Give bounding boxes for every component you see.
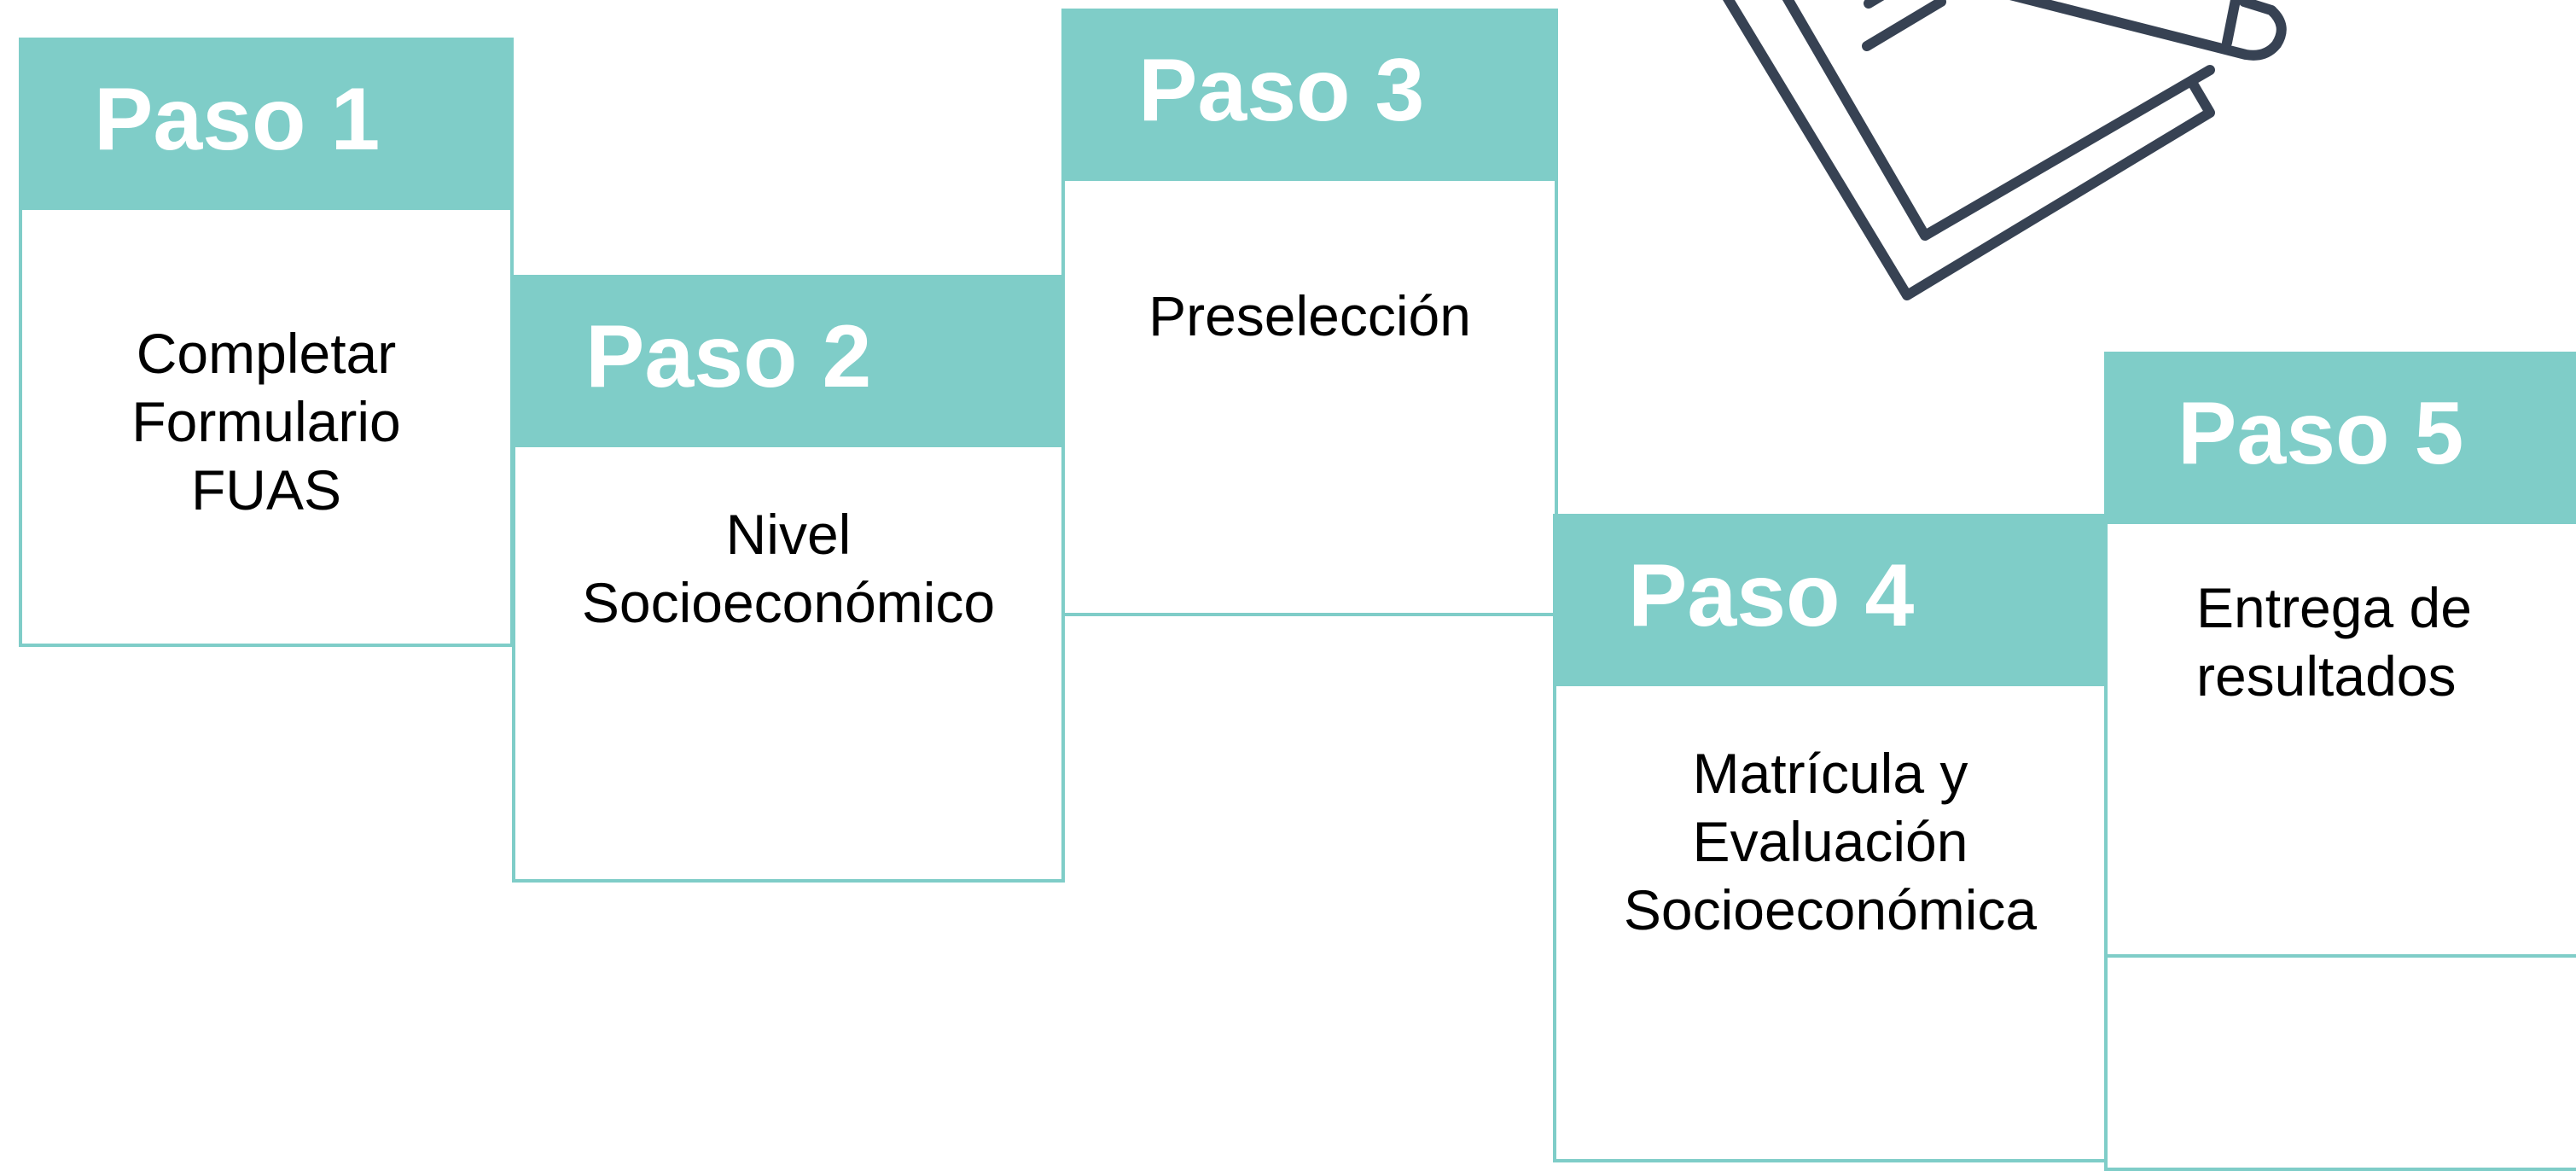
step-title-2: Paso 2 [585, 307, 872, 406]
step-description-line: FUAS [190, 458, 342, 521]
step-description-line: Matrícula y [1692, 742, 1968, 805]
step-card-5: Paso 5 Entrega de resultados [2104, 352, 2576, 1171]
step-description-line: Completar [136, 322, 397, 385]
step-title-5: Paso 5 [2178, 384, 2464, 483]
step-card-1: Paso 1 Completar Formulario FUAS [19, 38, 514, 647]
step-description-line: Socioeconómica [1623, 878, 2038, 941]
step-description-2: Nivel Socioeconómico [515, 447, 1061, 879]
step-description-1: Completar Formulario FUAS [22, 210, 510, 644]
step-title-1: Paso 1 [94, 70, 381, 169]
step-header-5: Paso 5 [2108, 355, 2576, 524]
step-description-line: Entrega de [2196, 576, 2472, 639]
document-pen-icon [1723, 0, 2287, 300]
step-description-line: Preselección [1148, 284, 1471, 347]
step-card-2: Paso 2 Nivel Socioeconómico [512, 275, 1065, 883]
step-description-line: Socioeconómico [581, 571, 996, 634]
step-description-4: Matrícula y Evaluación Socioeconómica [1556, 686, 2104, 1159]
step-description-line: resultados [2196, 644, 2457, 708]
step-card-4: Paso 4 Matrícula y Evaluación Socioeconó… [1553, 514, 2108, 1162]
step-description-5: Entrega de resultados [2108, 524, 2576, 1168]
step-card-3: Paso 3 Preselección [1061, 9, 1558, 616]
step-description-3: Preselección [1065, 181, 1555, 613]
step-description-line: Nivel [725, 503, 852, 566]
step-title-3: Paso 3 [1138, 41, 1425, 140]
step-description-line: Evaluación [1692, 810, 1968, 873]
step-divider-line [2104, 954, 2576, 958]
step-description-line: Formulario [131, 390, 401, 453]
step-header-3: Paso 3 [1065, 12, 1555, 181]
step-header-2: Paso 2 [515, 278, 1061, 447]
step-header-1: Paso 1 [22, 41, 510, 210]
step-header-4: Paso 4 [1556, 517, 2104, 686]
step-title-4: Paso 4 [1628, 546, 1915, 645]
